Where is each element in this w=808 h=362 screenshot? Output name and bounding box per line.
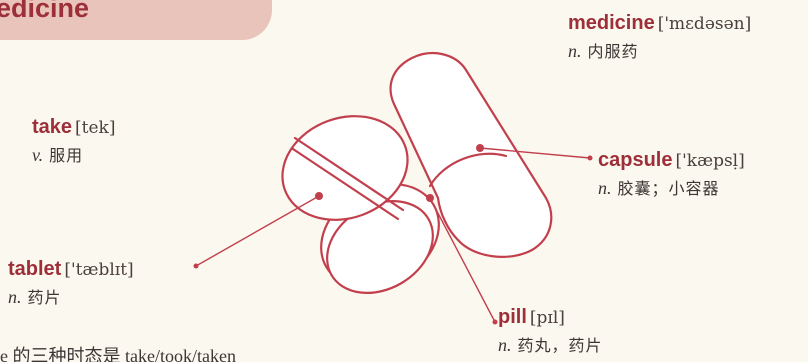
capsule-dot-start xyxy=(476,144,484,152)
definition-pill: 药丸，药片 xyxy=(518,336,603,355)
usage-note: e 的三种时态是 take/took/taken xyxy=(0,342,236,362)
pos-pill: n. xyxy=(498,335,512,355)
word-medicine: medicine xyxy=(568,12,655,34)
definition-capsule: 胶囊；小容器 xyxy=(618,179,720,198)
entry-capsule: capsule['kæpsḷ] n. 胶囊；小容器 xyxy=(598,149,745,198)
entry-medicine: medicine['mɛdəsən] n. 内服药 xyxy=(568,12,751,61)
definition-medicine: 内服药 xyxy=(588,42,639,61)
definition-tablet: 药片 xyxy=(28,288,62,307)
entry-tablet: tablet['tæblɪt] n. 药片 xyxy=(8,258,134,307)
pos-medicine: n. xyxy=(568,41,582,61)
ipa-medicine: ['mɛdəsən] xyxy=(658,14,752,34)
tablet-dot-end xyxy=(194,264,199,269)
tablet-leader-line xyxy=(196,196,319,266)
word-pill: pill xyxy=(498,306,527,328)
word-tablet: tablet xyxy=(8,258,61,280)
definition-take: 服用 xyxy=(49,146,83,165)
ipa-tablet: ['tæblɪt] xyxy=(64,260,133,280)
word-take: take xyxy=(32,116,72,138)
pos-take: v. xyxy=(32,145,43,165)
ipa-pill: [pɪl] xyxy=(530,308,565,328)
entry-take: take[tek] v. 服用 xyxy=(32,116,116,165)
capsule-dot-end xyxy=(588,156,593,161)
entry-pill: pill[pɪl] n. 药丸，药片 xyxy=(498,306,603,355)
ipa-take: [tek] xyxy=(75,118,115,138)
tablet-dot-start xyxy=(315,192,323,200)
pill-dot-end xyxy=(493,320,498,325)
pos-tablet: n. xyxy=(8,287,22,307)
word-capsule: capsule xyxy=(598,149,672,171)
pill-dot-start xyxy=(426,194,434,202)
pos-capsule: n. xyxy=(598,178,612,198)
ipa-capsule: ['kæpsḷ] xyxy=(675,151,744,171)
